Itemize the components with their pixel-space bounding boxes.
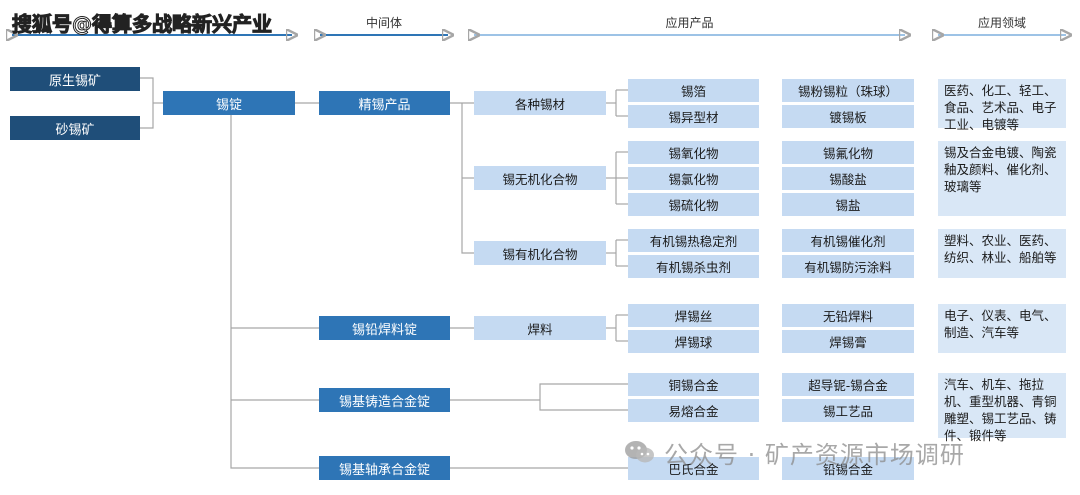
header-products: 应用产品 bbox=[665, 16, 714, 30]
product-c1-6: 有机锡热稳定剂 bbox=[628, 229, 759, 252]
field-alloys: 汽车、机车、拖拉机、重型机器、青铜雕塑、锡工艺品、铸件、锻件等 bbox=[938, 373, 1066, 443]
product-c2-2: 镀锡板 bbox=[782, 105, 914, 128]
intermediate-refined-tin: 精锡产品 bbox=[319, 91, 450, 115]
product-c1-1: 锡箔 bbox=[628, 79, 759, 102]
product-c2-4: 锡酸盐 bbox=[782, 167, 914, 190]
header-intermediate: 中间体 bbox=[365, 16, 402, 30]
product-c2-9: 焊锡膏 bbox=[782, 330, 914, 353]
product-c2-10: 超导铌-锡合金 bbox=[782, 373, 914, 396]
product-c1-3: 锡氧化物 bbox=[628, 141, 759, 164]
product-c2-5: 锡盐 bbox=[782, 193, 914, 216]
intermediate-casting-alloy: 锡基铸造合金锭 bbox=[319, 388, 450, 412]
field-organic: 塑料、农业、医药、纺织、林业、船舶等 bbox=[938, 229, 1066, 278]
product-c2-1: 锡粉锡粒（珠球） bbox=[782, 79, 914, 102]
category-inorganic: 锡无机化合物 bbox=[474, 166, 606, 190]
product-c2-12: 铅锡合金 bbox=[782, 457, 914, 480]
category-tin-materials: 各种锡材 bbox=[474, 91, 606, 115]
wechat-icon bbox=[624, 439, 656, 465]
product-c2-7: 有机锡防污涂料 bbox=[782, 255, 914, 278]
intermediate-bearing-alloy: 锡基轴承合金锭 bbox=[319, 456, 450, 480]
field-solder: 电子、仪表、电气、制造、汽车等 bbox=[938, 304, 1066, 353]
tin-ingot: 锡锭 bbox=[163, 91, 295, 115]
product-c1-9: 焊锡球 bbox=[628, 330, 759, 353]
product-c1-11: 易熔合金 bbox=[628, 399, 759, 422]
intermediate-solder-ingot: 锡铅焊料锭 bbox=[319, 316, 450, 340]
product-c1-2: 锡异型材 bbox=[628, 105, 759, 128]
product-c1-7: 有机锡杀虫剂 bbox=[628, 255, 759, 278]
product-c2-11: 锡工艺品 bbox=[782, 399, 914, 422]
raw-ore-placer: 砂锡矿 bbox=[10, 116, 140, 140]
product-c2-8: 无铅焊料 bbox=[782, 304, 914, 327]
product-c2-6: 有机锡催化剂 bbox=[782, 229, 914, 252]
field-inorganic: 锡及合金电镀、陶瓷釉及颜料、催化剂、玻璃等 bbox=[938, 141, 1066, 216]
watermark-bottom-text: 公众号 · 矿产资源市场调研 bbox=[664, 440, 965, 469]
product-c1-10: 铜锡合金 bbox=[628, 373, 759, 396]
product-c1-8: 焊锡丝 bbox=[628, 304, 759, 327]
product-c2-3: 锡氟化物 bbox=[782, 141, 914, 164]
category-solder: 焊料 bbox=[474, 316, 606, 340]
category-organic: 锡有机化合物 bbox=[474, 241, 606, 265]
header-fields: 应用领域 bbox=[977, 16, 1026, 30]
product-c1-5: 锡硫化物 bbox=[628, 193, 759, 216]
product-c1-4: 锡氯化物 bbox=[628, 167, 759, 190]
raw-ore-primary: 原生锡矿 bbox=[10, 67, 140, 91]
watermark-bottom: 公众号 · 矿产资源市场调研 bbox=[624, 436, 1054, 469]
field-materials: 医药、化工、轻工、食品、艺术品、电子工业、电镀等 bbox=[938, 79, 1066, 132]
product-c1-12: 巴氏合金 bbox=[628, 457, 759, 480]
watermark-top: 搜狐号@得算多战略新兴产业 bbox=[12, 12, 273, 37]
